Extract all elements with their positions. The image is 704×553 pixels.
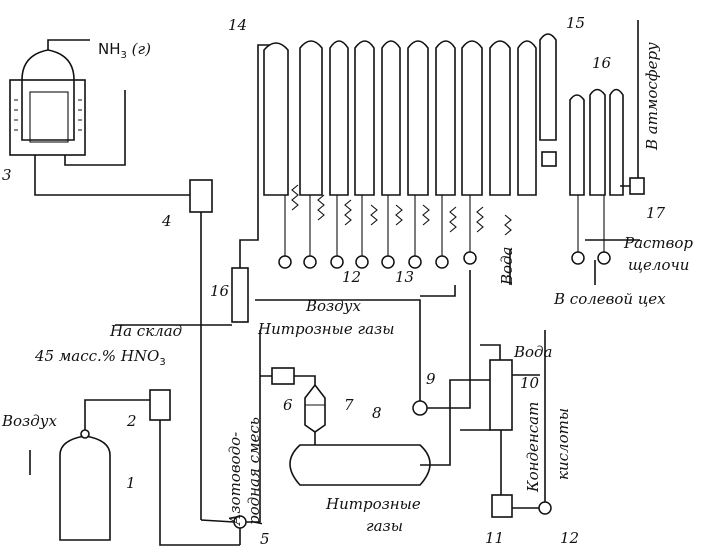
cooler-10 [489, 359, 513, 431]
number-2: 2 [127, 412, 137, 430]
number-14: 14 [228, 16, 248, 34]
label-water-right: Вода [514, 343, 553, 361]
alkaline-columns-16 [569, 88, 624, 196]
pump-12-bottom [538, 501, 552, 515]
pump-9 [412, 400, 428, 416]
label-air-mid: Воздух [306, 297, 361, 315]
evaporator-3 [9, 49, 86, 156]
column-15 [539, 33, 557, 141]
filter-2 [149, 389, 171, 421]
number-15: 15 [566, 14, 586, 32]
number-11: 11 [485, 529, 505, 547]
label-hno3: 45 масс.% HNO3 [35, 347, 166, 368]
label-nitrous-gases-top: Нитрозные газы [258, 320, 395, 338]
number-7: 7 [344, 396, 354, 414]
label-nh3: NH3 (г) [98, 40, 151, 61]
label-water-top: Вода [498, 246, 516, 285]
number-17: 17 [646, 204, 666, 222]
number-9: 9 [426, 370, 436, 388]
label-acid-condensate-1: Конденсат [524, 401, 542, 492]
label-nitrous-gases-bottom-2: газы [366, 517, 403, 535]
number-1: 1 [126, 474, 136, 492]
number-5: 5 [260, 530, 270, 548]
label-air-left: Воздух [2, 412, 57, 430]
label-to-warehouse: На склад [110, 322, 183, 340]
number-8: 8 [372, 404, 382, 422]
cooler-16-left [231, 267, 249, 323]
reactor-7 [304, 383, 326, 433]
label-alkali-1: Раствор [624, 234, 694, 252]
number-16-left: 16 [210, 282, 230, 300]
number-12-bottom: 12 [560, 529, 580, 547]
boiler-8 [289, 444, 431, 486]
number-6: 6 [283, 396, 293, 414]
label-alkali-2: щелочи [628, 256, 690, 274]
label-acid-condensate-2: кислоты [554, 407, 572, 480]
label-nitrogen-hydrogen-1: Азотоводо- [226, 431, 244, 525]
label-nitrogen-hydrogen-2: родная смесь [245, 417, 263, 525]
compressor-1 [59, 429, 111, 541]
number-3: 3 [2, 166, 12, 184]
number-12-top: 12 [342, 268, 362, 286]
label-salt-shop: В солевой цех [554, 290, 666, 308]
number-13: 13 [395, 268, 415, 286]
number-16-top: 16 [592, 54, 612, 72]
separator-17 [629, 177, 645, 195]
mixer-4 [189, 179, 213, 213]
number-4: 4 [162, 212, 172, 230]
absorption-columns [263, 40, 537, 196]
label-to-atmosphere: В атмосферу [643, 42, 661, 150]
column-pumps [278, 251, 611, 269]
label-nitrous-gases-bottom-1: Нитрозные [326, 495, 421, 513]
filter-6 [271, 367, 295, 385]
number-10: 10 [520, 374, 540, 392]
collector-11 [491, 494, 513, 518]
